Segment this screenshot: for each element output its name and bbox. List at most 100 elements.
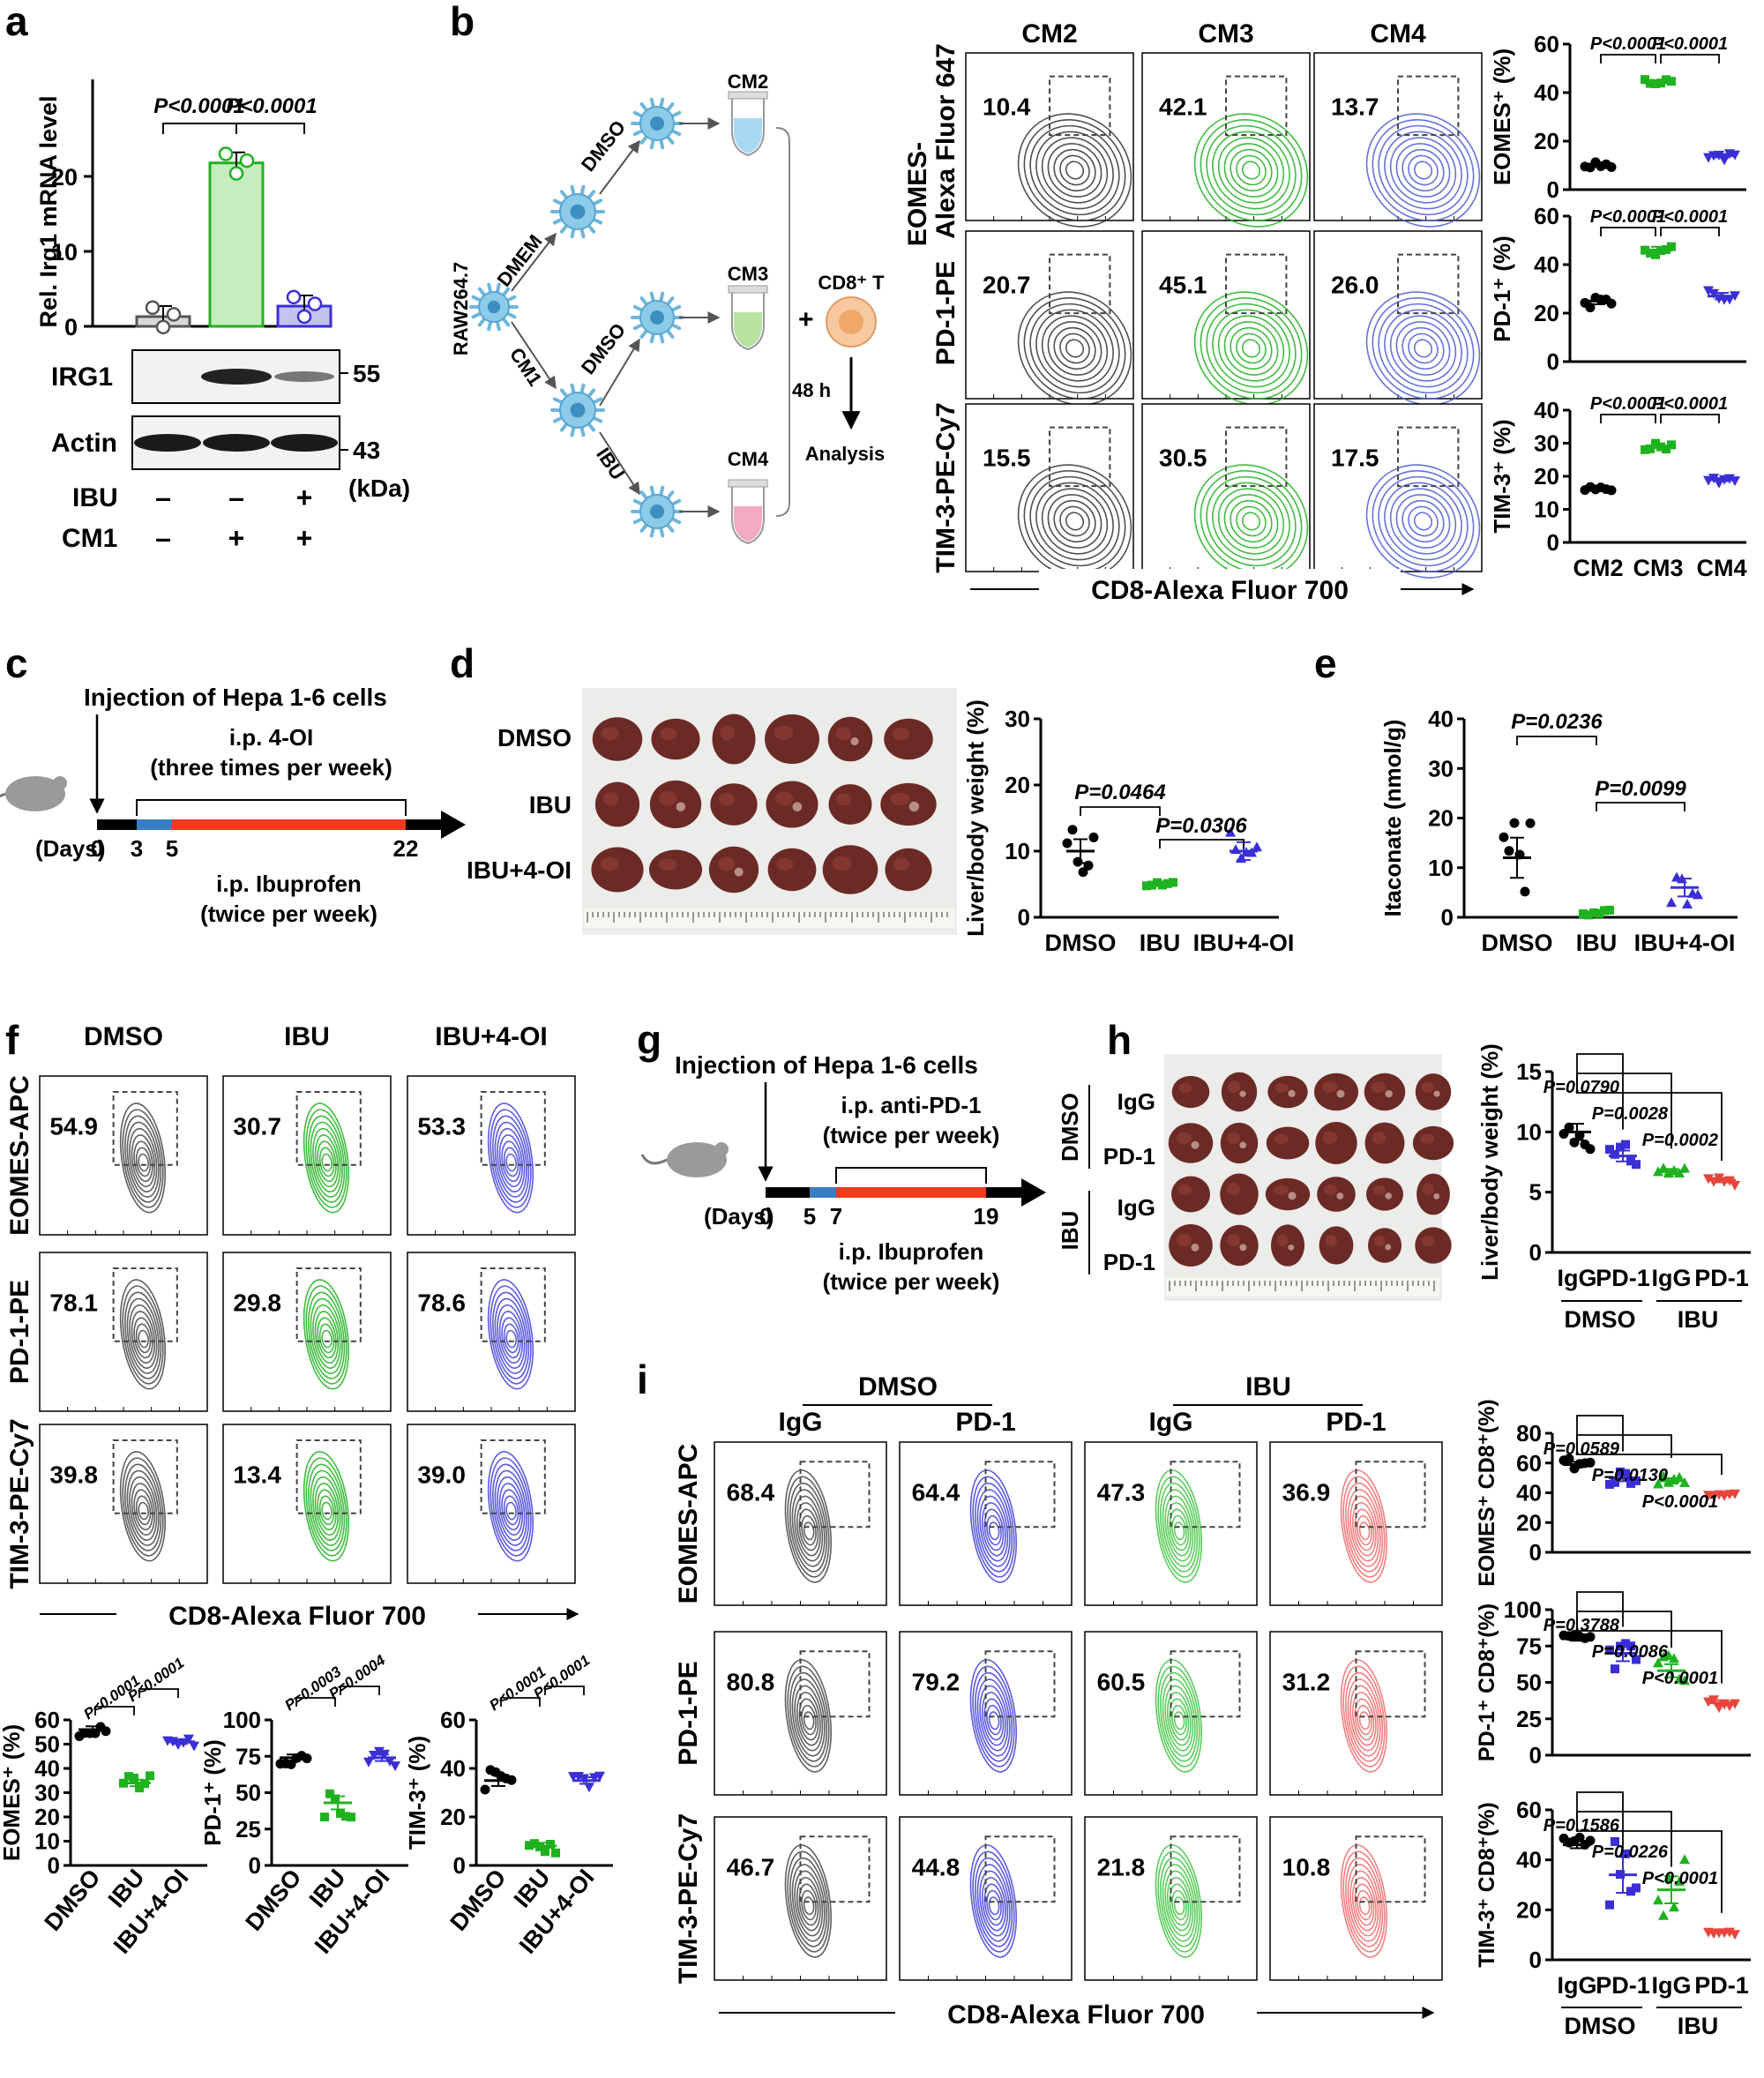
dot-point xyxy=(1632,1476,1641,1485)
flow-contour xyxy=(1166,1877,1192,1932)
dot-ytick-label: 20 xyxy=(1005,772,1030,798)
flow-contour xyxy=(1029,475,1120,567)
flow-contour xyxy=(1345,1857,1384,1947)
mouse-body xyxy=(667,1142,727,1177)
dot-point xyxy=(1651,438,1660,448)
dot-ytick-label: 10 xyxy=(1005,838,1030,864)
flow-contour xyxy=(1169,1508,1190,1551)
dot-point xyxy=(1225,826,1236,837)
dot-point xyxy=(1611,1149,1619,1159)
flow-contour xyxy=(1354,1698,1375,1741)
flow-contour xyxy=(314,1311,340,1364)
liver xyxy=(651,718,700,760)
pa-band xyxy=(203,434,270,452)
dot-ytick-label: 40 xyxy=(1428,706,1454,732)
dot-point xyxy=(1730,476,1740,487)
mouse-ear xyxy=(53,776,67,790)
panel-label-c: c xyxy=(5,640,28,686)
dot-ytick-label: 60 xyxy=(1534,31,1559,57)
dot-pvalue: P=0.0589 xyxy=(1544,1439,1620,1459)
liver-tumor xyxy=(792,802,803,811)
flow-gate xyxy=(1225,253,1288,315)
pe-bracket xyxy=(1516,736,1597,745)
liver-tumor xyxy=(1288,1089,1296,1097)
dot-xlabel: CM2 xyxy=(1573,555,1623,581)
dot-point xyxy=(1088,832,1099,842)
flow-contour xyxy=(1236,333,1267,364)
flow-contour xyxy=(1378,303,1469,394)
flow-gate xyxy=(112,1091,178,1166)
flow-contour xyxy=(1047,321,1102,376)
pi-row-label: EOMES-APC xyxy=(674,1444,703,1604)
flow-contour xyxy=(490,1109,532,1208)
liver-highlight xyxy=(1371,1081,1387,1094)
dot-point xyxy=(1708,288,1719,299)
pa-pvalue: P<0.0001 xyxy=(153,94,244,118)
liver-highlight xyxy=(1274,1133,1289,1144)
dot-point xyxy=(1520,886,1530,897)
pa-point xyxy=(307,296,323,311)
dot-pvalue: P=0.0086 xyxy=(1592,1642,1669,1662)
dot-point xyxy=(530,1839,539,1849)
flow-contour xyxy=(487,1103,534,1214)
liver xyxy=(767,848,817,892)
dot-point xyxy=(1605,1145,1614,1155)
pb-tube-label: CM4 xyxy=(728,448,769,470)
flow-contour xyxy=(305,1285,348,1385)
flow-contour xyxy=(318,1323,335,1354)
liver-highlight xyxy=(718,792,736,806)
flow-gate xyxy=(1049,253,1111,315)
flow-gate-value: 46.7 xyxy=(727,1854,775,1881)
dot-pvalue: P=0.0002 xyxy=(1642,1131,1718,1150)
flow-contour xyxy=(1160,1857,1199,1947)
dot-bracket xyxy=(1660,54,1720,64)
dot-point xyxy=(1621,1639,1630,1648)
liver-highlight xyxy=(1178,1083,1192,1093)
flow-contour xyxy=(1230,326,1273,370)
flow-contour xyxy=(1372,297,1475,400)
pi-xaxis-label: CD8-Alexa Fluor 700 xyxy=(947,2000,1205,2029)
liver xyxy=(708,846,759,893)
pd-ruler xyxy=(587,912,948,923)
dot-point xyxy=(1667,242,1676,251)
flow-contour xyxy=(986,1889,1002,1921)
dot-bracket xyxy=(295,1697,336,1707)
flow-contour xyxy=(1389,137,1457,204)
flow-contour xyxy=(1166,1502,1192,1557)
pd-pvalue: P=0.0464 xyxy=(1074,781,1165,804)
dot-point xyxy=(363,1757,374,1768)
dot-xlabel: PD-1 xyxy=(1694,1265,1749,1291)
flow-contour xyxy=(1241,161,1261,180)
flow-contour xyxy=(1389,315,1457,382)
flow-contour xyxy=(1035,309,1114,388)
flow-contour xyxy=(1342,1476,1386,1578)
dot-bracket xyxy=(340,1686,380,1695)
dot-point xyxy=(1142,881,1151,891)
flow-contour xyxy=(501,1317,521,1359)
dot-ytick-label: 20 xyxy=(1516,1896,1542,1923)
dot-pvalue: P<0.0001 xyxy=(1652,207,1728,227)
flow-gate-value: 20.7 xyxy=(983,271,1031,298)
flow-contour xyxy=(133,1140,153,1183)
dot-ytick-label: 60 xyxy=(1516,1450,1542,1476)
flow-contour xyxy=(129,1304,158,1369)
dot-bracket xyxy=(1576,1092,1723,1161)
dot-bracket xyxy=(500,1697,541,1707)
dot-ytick-label: 0 xyxy=(1529,1742,1542,1768)
flow-contour xyxy=(1365,464,1481,579)
flow-contour xyxy=(1212,309,1290,388)
liver xyxy=(1171,1075,1210,1109)
pa-pvalue: P<0.0001 xyxy=(226,94,317,118)
liver-highlight xyxy=(1176,1233,1192,1247)
dot-bracket xyxy=(138,1688,179,1698)
dot-ytick-label: 10 xyxy=(1428,855,1454,881)
flow-contour xyxy=(1408,505,1439,537)
flow-gate xyxy=(1170,1650,1241,1718)
dot-bracket xyxy=(1660,414,1720,423)
dot-xlabel: IgG xyxy=(1652,1265,1692,1291)
dot-point xyxy=(146,1771,154,1781)
flow-contour xyxy=(1212,482,1290,561)
dot-ytick-label: 20 xyxy=(1534,463,1559,490)
flow-gate xyxy=(799,1835,871,1903)
